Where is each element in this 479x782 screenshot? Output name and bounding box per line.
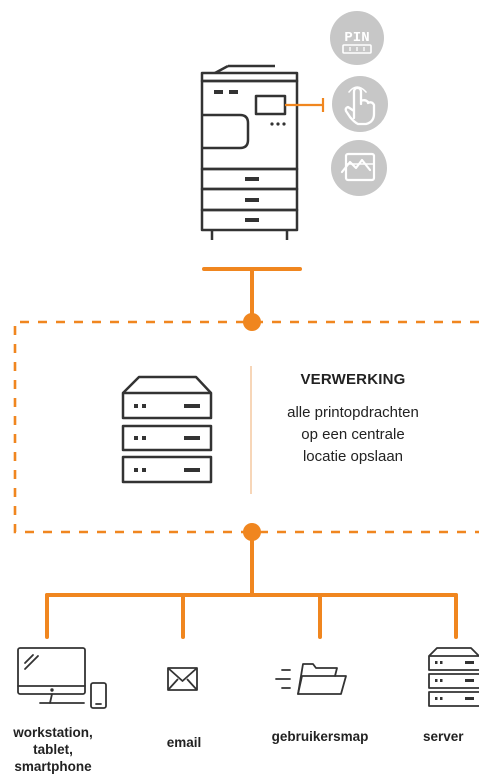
- processing-description-line: op een centrale: [301, 426, 405, 443]
- pin-icon-text: PIN: [344, 30, 369, 46]
- pin-icon: PIN: [330, 11, 384, 65]
- workstation-tablet-smartphone-icon: [17, 647, 107, 709]
- workstation-label-line: tablet,: [33, 742, 73, 757]
- auth-connector: [285, 98, 325, 112]
- printer-icon: [200, 64, 299, 240]
- folder-icon: [275, 663, 347, 695]
- email-label: email: [148, 734, 220, 751]
- central-server-icon: [121, 375, 213, 484]
- touch-icon: [332, 76, 388, 132]
- email-icon: [167, 667, 198, 691]
- junction-dot-top: [243, 313, 261, 331]
- distribution-connector: [45, 530, 458, 639]
- processing-heading: VERWERKING: [300, 371, 406, 388]
- folder-label: gebruikersmap: [254, 728, 386, 745]
- card-icon: [331, 140, 387, 196]
- processing-description-line: locatie opslaan: [302, 448, 404, 465]
- email-label-line: email: [166, 735, 202, 750]
- processing-description-line: alle printopdrachten: [287, 404, 419, 421]
- server-icon: [428, 647, 479, 707]
- workstation-label: workstation, tablet, smartphone: [0, 724, 106, 775]
- folder-label-line: gebruikersmap: [271, 729, 369, 744]
- workstation-label-line: workstation,: [13, 725, 93, 740]
- server-label-line: server: [423, 729, 464, 744]
- server-label: server: [423, 728, 479, 745]
- processing-description: alle printopdrachten op een centrale loc…: [258, 402, 448, 468]
- workstation-label-line: smartphone: [14, 759, 92, 774]
